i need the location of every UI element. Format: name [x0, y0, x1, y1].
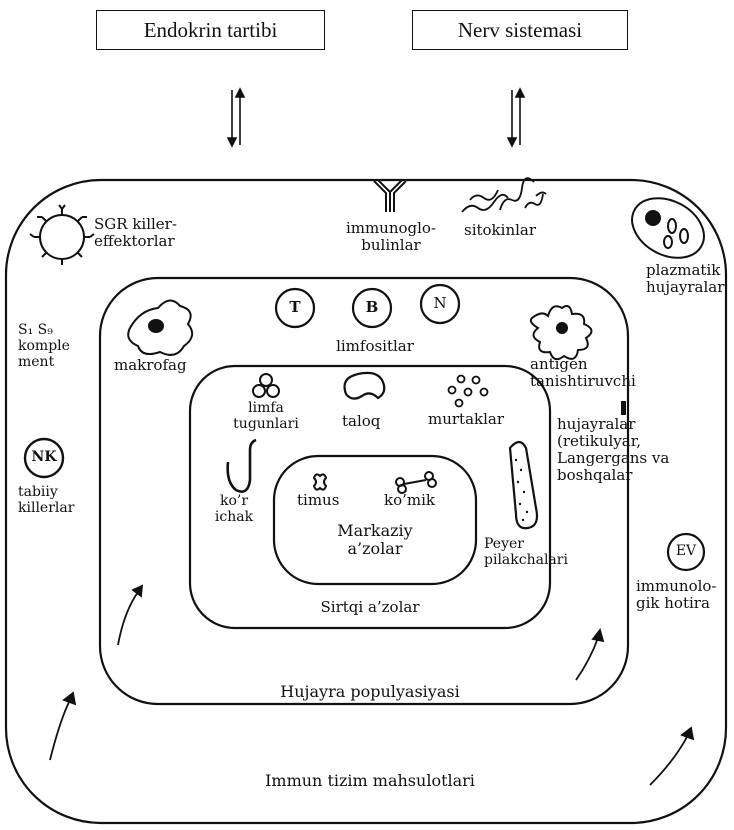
spleen-label: taloq	[342, 413, 380, 430]
nerve-label: Nerv sistemasi	[458, 18, 582, 42]
middle-ring-title: Hujayra populyasiyasi	[220, 683, 520, 700]
macrophage-icon	[128, 300, 192, 354]
peyer-patches-icon	[510, 442, 537, 528]
lymphocytes-label: limfositlar	[300, 338, 450, 355]
thymus-icon	[314, 474, 326, 489]
cycle-arrow	[50, 693, 75, 760]
lymph-node-icon	[253, 374, 279, 397]
cycle-arrow	[576, 630, 603, 680]
marker-dash	[621, 401, 626, 415]
cycle-arrow	[118, 586, 142, 645]
appendix-icon	[228, 440, 256, 492]
apc-cells-label: hujayralar (retikulyar, Langergans va bo…	[557, 416, 669, 484]
killer-cell-icon	[30, 205, 94, 265]
thymus-label: timus	[297, 492, 339, 509]
plasma-cell-icon	[622, 186, 714, 269]
nerve-box: Nerv sistemasi	[412, 10, 628, 50]
antigen-presenting-label: antigen tanishtiruvchi	[530, 356, 636, 390]
core-title: Markaziy a’zolar	[305, 522, 445, 558]
ev-symbol: EV	[672, 543, 700, 560]
cycle-arrow	[650, 728, 693, 785]
endocrine-label: Endokrin tartibi	[144, 18, 278, 42]
immunoglobulin-icon	[374, 180, 406, 212]
core-frame	[274, 456, 476, 584]
endocrine-box: Endokrin tartibi	[96, 10, 325, 50]
cytokines-icon	[462, 178, 546, 212]
follicles-icon	[449, 376, 488, 407]
appendix-label: ko’r ichak	[204, 493, 264, 525]
sgr-killer-label: SGR killer- effektorlar	[94, 216, 177, 250]
b-symbol: B	[360, 299, 384, 316]
immune-memory-label: immunolo- gik hotira	[636, 578, 717, 612]
bone-marrow-label: ko’mik	[384, 492, 435, 509]
plasma-cells-label: plazmatik hujayralar	[646, 262, 724, 296]
t-symbol: T	[283, 299, 307, 316]
follicles-label: murtaklar	[428, 411, 504, 428]
outer-ring-title: Immun tizim mahsulotlari	[200, 772, 540, 789]
lymph-nodes-label: limfa tugunlari	[228, 400, 304, 432]
immunoglobulin-label: immunoglo- bulinlar	[338, 220, 444, 254]
outer-frame	[6, 180, 726, 823]
nk-symbol: NK	[28, 449, 60, 466]
spleen-icon	[345, 373, 385, 399]
n-symbol: N	[428, 295, 452, 312]
natural-killers-label: tabiiy killerlar	[18, 484, 74, 516]
bone-icon	[396, 472, 436, 493]
macrophage-label: makrofag	[114, 357, 187, 374]
inner-ring-title: Sirtqi a’zolar	[280, 599, 460, 616]
double-arrow-right	[508, 89, 524, 146]
complement-label: S₁ S₉ komple ment	[18, 322, 70, 370]
dendritic-cell-icon	[531, 306, 592, 359]
cytokines-label: sitokinlar	[464, 222, 536, 239]
double-arrow-left	[228, 89, 244, 146]
peyer-patches-label: Peyer pilakchalari	[484, 536, 568, 568]
